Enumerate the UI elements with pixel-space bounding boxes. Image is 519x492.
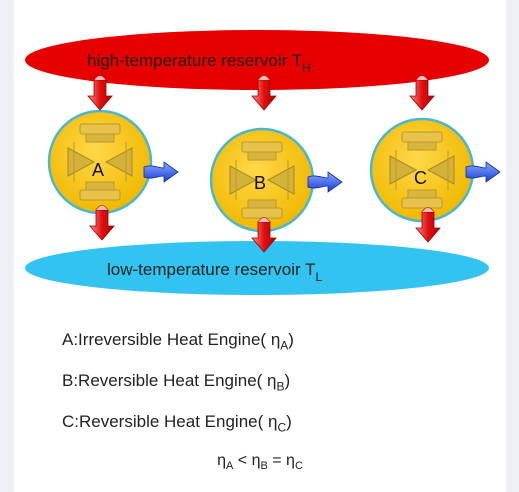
high-temperature-reservoir bbox=[25, 30, 489, 90]
legend-line-b: B:Reversible Heat Engine( ηB) bbox=[62, 371, 291, 394]
heat-engine-diagram: high-temperature reservoir TH low-temper… bbox=[25, 30, 501, 295]
high-reservoir-label: high-temperature reservoir TH bbox=[87, 51, 311, 75]
legend-line-a: A:Irreversible Heat Engine( ηA) bbox=[62, 330, 294, 353]
engine-a-letter: A bbox=[92, 160, 104, 180]
engine-b-letter: B bbox=[254, 173, 266, 193]
engine-c: C bbox=[369, 117, 475, 223]
engine-a: A bbox=[47, 109, 153, 215]
engine-c-letter: C bbox=[414, 168, 427, 188]
efficiency-relation: ηA < ηB = ηC bbox=[217, 452, 303, 473]
legend-line-c: C:Reversible Heat Engine( ηC) bbox=[62, 412, 292, 435]
low-reservoir-label: low-temperature reservoir TL bbox=[107, 260, 322, 284]
engine-b: B bbox=[209, 127, 315, 233]
low-temperature-reservoir bbox=[25, 241, 489, 295]
diagram-panel: high-temperature reservoir TH low-temper… bbox=[14, 0, 506, 492]
